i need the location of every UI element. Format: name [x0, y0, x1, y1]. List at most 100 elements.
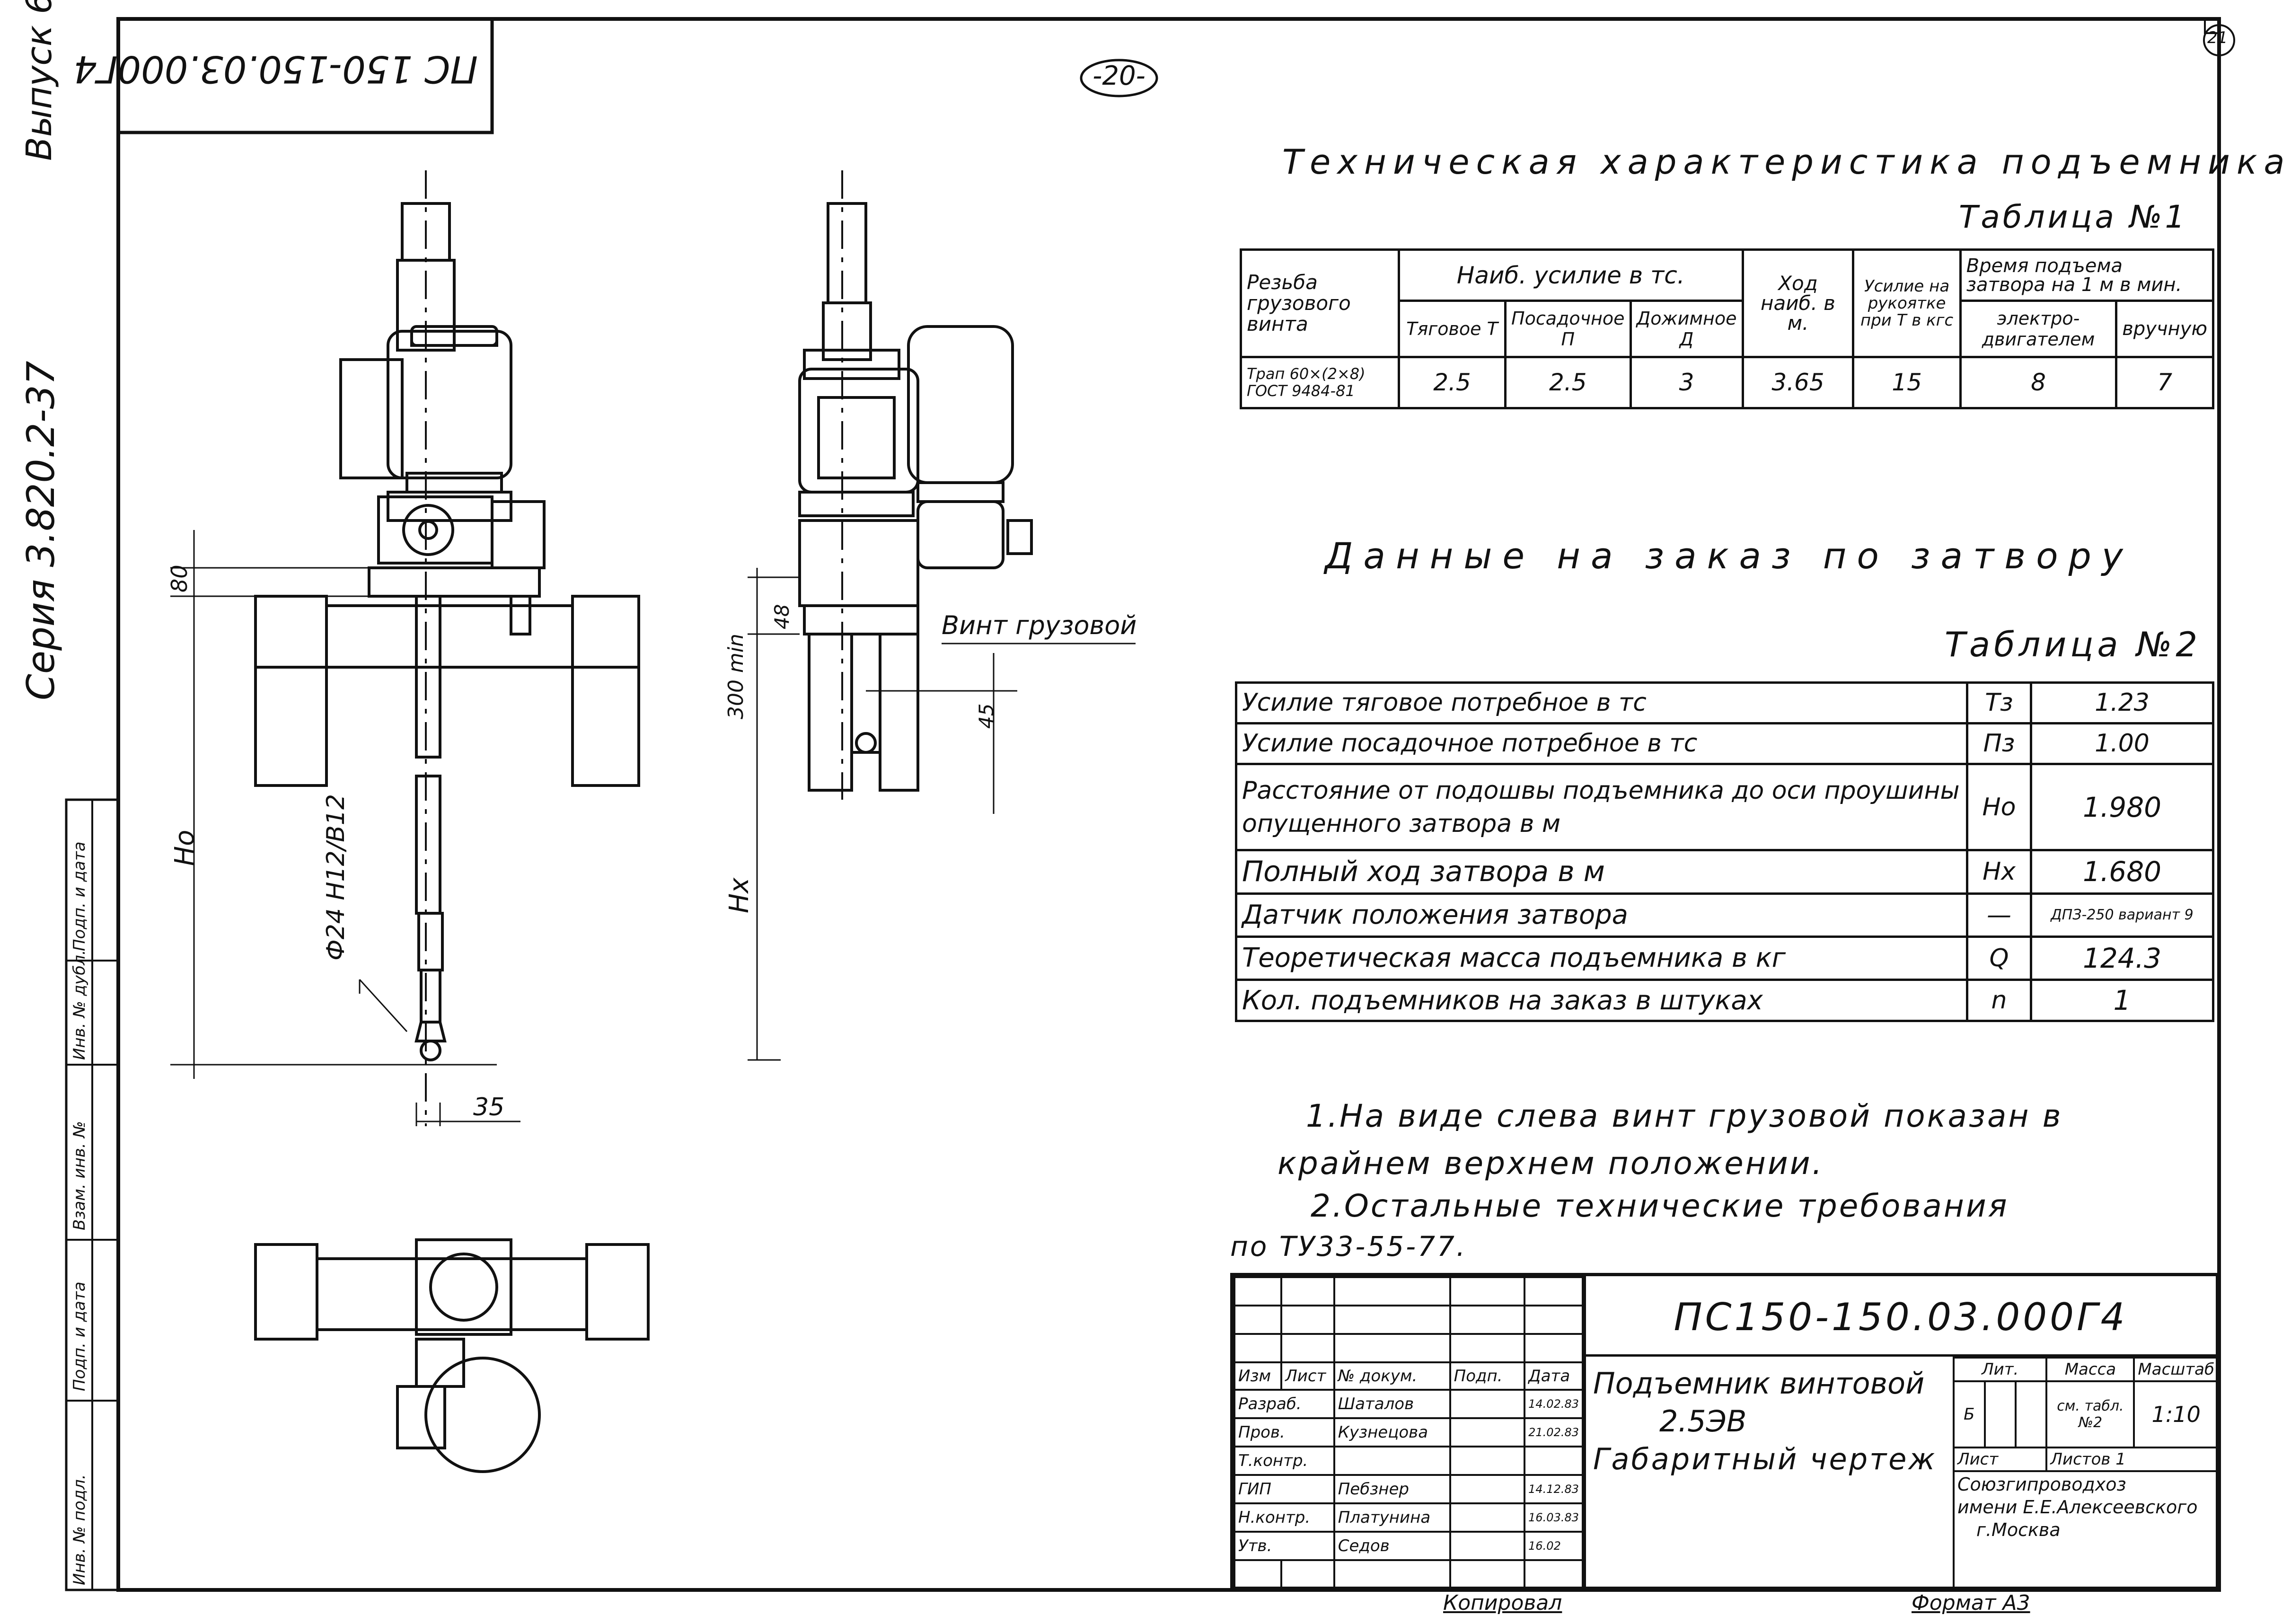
technical-drawing — [170, 170, 1136, 1473]
table2-title: Данные на заказ по затвору — [1325, 535, 2133, 577]
tb-mass-value: см. табл. №2 — [2045, 1380, 2135, 1448]
tb-org-3: г.Москва — [1976, 1519, 2061, 1540]
t2-row: Теоретическая масса подъемника в кг Q 12… — [1235, 935, 2214, 981]
t1-cell-hod: 3.65 — [1741, 355, 1855, 410]
tb-date: 16.03.83 — [1524, 1502, 1584, 1533]
note-1a: 1.На виде слева винт грузовой показан в — [1306, 1098, 2063, 1134]
tb-date: 14.02.83 — [1524, 1389, 1584, 1419]
tb-name-2: 2.5ЭВ — [1659, 1404, 1747, 1439]
dim-300min: 300 min — [724, 634, 748, 719]
title-block-grid: Изм Лист № докум. Подп. Дата Разраб. Шат… — [1233, 1276, 1584, 1590]
t2-sym: Q — [1966, 935, 2032, 981]
t1-head-ruk: Усилие на рукоятке при Т в кгс — [1852, 248, 1962, 358]
t2-sym: Hо — [1966, 762, 2032, 852]
t2-row: Усилие тяговое потребное в тс Тз 1.23 — [1235, 681, 2214, 724]
dim-45: 45 — [975, 703, 998, 729]
tb-head-list: Лист — [1280, 1361, 1335, 1391]
dim-hx: Hх — [724, 877, 755, 913]
t2-sym: Тз — [1966, 681, 2032, 724]
t2-label: Усилие тяговое потребное в тс — [1235, 681, 1968, 724]
tb-head-izm: Изм — [1233, 1361, 1283, 1391]
t1-head-dozh: Дожимное Д — [1629, 300, 1744, 358]
t1-head-vremya: Время подъема затвора на 1 м в мин. — [1959, 248, 2215, 302]
tb-mass-label: Масса — [2045, 1357, 2135, 1382]
tb-doc-code: ПС150-150.03.000Г4 — [1674, 1295, 2128, 1339]
plan-view — [254, 1238, 650, 1473]
table2-caption: Таблица №2 — [1945, 625, 2202, 664]
tb-name: Пебзнер — [1333, 1474, 1451, 1504]
dim-ho: Hо — [169, 830, 200, 866]
dim-35: 35 — [473, 1093, 505, 1121]
table1-caption: Таблица №1 — [1959, 199, 2188, 235]
label-vint-gruzovoi: Винт грузовой — [942, 610, 1137, 640]
tb-lit-label: Лит. — [1952, 1357, 2048, 1382]
t1-head-hod: Ход наиб. в м. — [1741, 248, 1855, 358]
tb-role: Утв. — [1234, 1531, 1335, 1561]
footer-kopiroval: Копировал — [1443, 1591, 1562, 1615]
tb-org-1: Союзгипроводхоз — [1957, 1474, 2126, 1495]
t1-cell-tyag: 2.5 — [1397, 355, 1507, 410]
t1-cell-rezba: Трап 60×(2×8) ГОСТ 9484-81 — [1240, 355, 1400, 410]
t2-label: Расстояние от подошвы подъемника до оси … — [1235, 762, 1968, 852]
t2-label: Полный ход затвора в м — [1235, 849, 1968, 895]
tb-role: ГИП — [1234, 1474, 1335, 1504]
tb-org-2: имени Е.Е.Алексеевского — [1957, 1497, 2198, 1518]
t1-head-tyag: Тяговое Т — [1397, 300, 1507, 358]
title-block: Изм Лист № докум. Подп. Дата Разраб. Шат… — [1230, 1273, 2219, 1590]
corner-number: 21 — [2207, 28, 2228, 47]
t1-cell-dozh: 3 — [1629, 355, 1744, 410]
tb-date — [1524, 1446, 1584, 1476]
t1-cell-posad: 2.5 — [1504, 355, 1632, 410]
table1: Резьба грузового винта Наиб. усилие в тс… — [1240, 248, 2215, 410]
dim-48: 48 — [770, 604, 793, 629]
t1-head-elek: электро-двигателем — [1959, 300, 2118, 358]
tb-sheet-label: Лист — [1952, 1447, 2048, 1472]
t2-val: 1.680 — [2030, 849, 2214, 895]
front-view — [170, 170, 640, 1126]
t2-sym: — — [1966, 892, 2032, 938]
t2-val: ДПЗ-250 вариант 9 — [2030, 892, 2214, 938]
note-1b: крайнем верхнем положении. — [1278, 1145, 1824, 1182]
t2-val: 1 — [2030, 979, 2214, 1022]
t2-label: Кол. подъемников на заказ в штуках — [1235, 979, 1968, 1022]
tb-role: Н.контр. — [1234, 1502, 1335, 1533]
t2-label: Усилие посадочное потребное в тс — [1235, 722, 1968, 765]
t2-sym: n — [1966, 979, 2032, 1022]
tb-head-podp: Подп. — [1449, 1361, 1526, 1391]
tb-date: 16.02 — [1524, 1531, 1584, 1561]
sheet-number: -20- — [1093, 61, 1146, 91]
tb-scale-value: 1:10 — [2133, 1380, 2219, 1448]
tb-date: 14.12.83 — [1524, 1474, 1584, 1504]
note-2a: 2.Остальные технические требования — [1311, 1188, 2009, 1224]
t2-row: Кол. подъемников на заказ в штуках n 1 — [1235, 979, 2214, 1022]
tb-name: Кузнецова — [1333, 1417, 1451, 1447]
t2-sym: Hх — [1966, 849, 2032, 895]
t2-label: Теоретическая масса подъемника в кг — [1235, 935, 1968, 981]
t2-row: Расстояние от подошвы подъемника до оси … — [1235, 762, 2214, 852]
tb-role: Т.контр. — [1234, 1446, 1335, 1476]
tb-name: Шаталов — [1333, 1389, 1451, 1419]
tb-date: 21.02.83 — [1524, 1417, 1584, 1447]
t2-val: 1.980 — [2030, 762, 2214, 852]
t2-sym: Пз — [1966, 722, 2032, 765]
tb-role: Разраб. — [1234, 1389, 1335, 1419]
t1-cell-ruchn: 7 — [2115, 355, 2214, 410]
dim-80: 80 — [167, 565, 192, 592]
t1-cell-ruk: 15 — [1852, 355, 1962, 410]
t2-val: 1.23 — [2030, 681, 2214, 724]
tb-role: Пров. — [1234, 1417, 1335, 1447]
t2-row: Усилие посадочное потребное в тс Пз 1.00 — [1235, 722, 2214, 765]
t1-head-rezba: Резьба грузового винта — [1240, 248, 1400, 358]
side-view — [748, 170, 1136, 1061]
tb-head-data: Дата — [1524, 1361, 1584, 1391]
footer-format: Формат А3 — [1912, 1591, 2030, 1615]
t2-row: Датчик положения затвора — ДПЗ-250 вариа… — [1235, 892, 2214, 938]
t2-val: 1.00 — [2030, 722, 2214, 765]
note-2b: по ТУ33-55-77. — [1230, 1230, 1467, 1262]
t2-row: Полный ход затвора в м Hх 1.680 — [1235, 849, 2214, 895]
tb-lit-value: Б — [1953, 1380, 1986, 1448]
tb-head-dokum: № докум. — [1333, 1361, 1451, 1391]
t1-head-posad: Посадочное П — [1504, 300, 1632, 358]
tb-name: Седов — [1333, 1531, 1451, 1561]
